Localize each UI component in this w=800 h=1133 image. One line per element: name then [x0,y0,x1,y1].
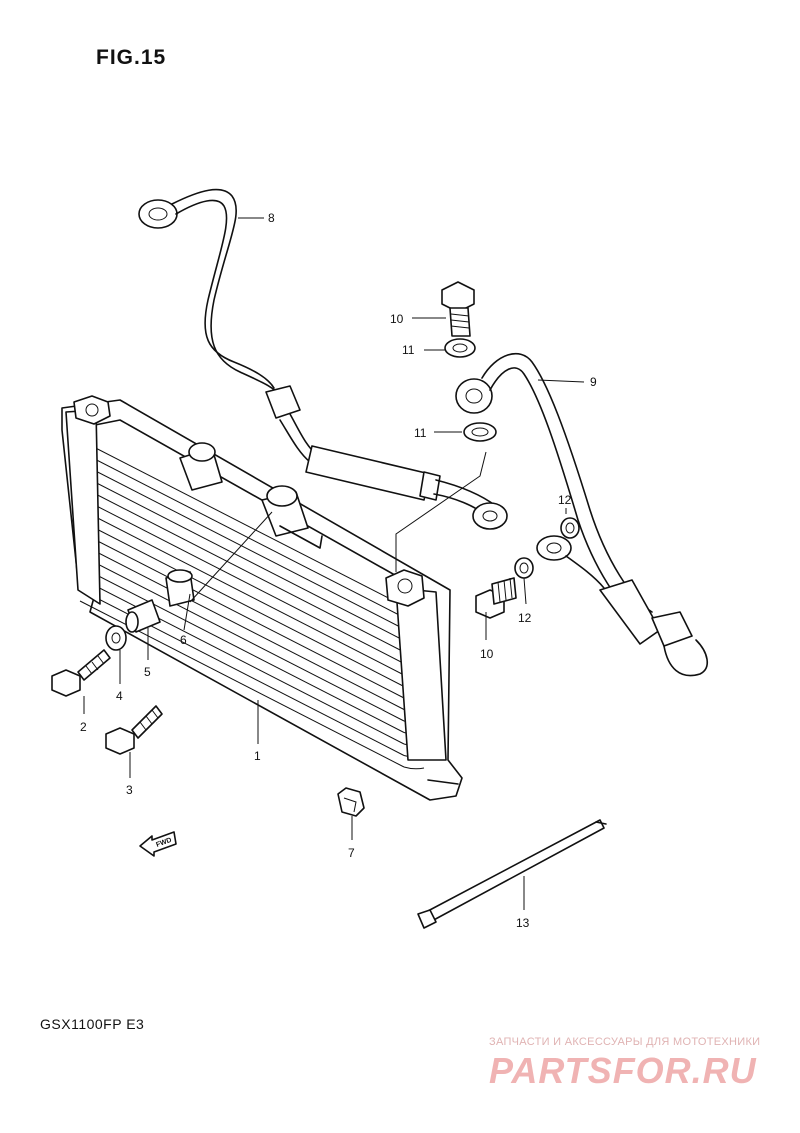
callout-6: 6 [180,633,187,647]
callout-13: 13 [516,916,530,930]
callout-11-upper: 11 [402,343,415,357]
forward-direction-icon: FWD [139,831,177,857]
cooler-fin [79,439,405,607]
callout-11-lower: 11 [414,426,427,440]
clip[interactable] [337,787,365,817]
cushion[interactable] [165,569,195,607]
washer[interactable] [105,625,127,651]
oil-pipe-lower[interactable] [455,352,708,677]
callout-12-lower: 12 [518,611,532,625]
cooler-fin [79,474,405,641]
callout-12-upper: 12 [558,493,572,507]
model-code: GSX1100FP E3 [40,1016,145,1032]
callout-10-upper: 10 [390,312,404,326]
cooler-fin [79,577,405,745]
oil-pipe-upper[interactable] [138,188,508,530]
callout-8: 8 [268,211,275,225]
callout-2: 2 [80,720,87,734]
cooler-fin [79,485,405,653]
cooler-fin [79,554,405,722]
watermark-tagline: ЗАПЧАСТИ И АКСЕССУАРЫ ДЛЯ МОТОТЕХНИКИ [489,1036,761,1048]
callout-9: 9 [590,375,597,389]
cooler-fin [79,462,405,630]
cooler-fin [79,531,405,699]
bolt-lower[interactable] [105,705,163,755]
cooler-fin-end [403,766,425,770]
watermark-logo: PARTSFOR.RU [489,1050,757,1091]
callout-1: 1 [254,749,261,763]
cooler-fin [79,451,405,618]
callout-labels: 1 2 3 4 5 6 7 8 9 10 10 11 11 12 12 13 [80,211,597,930]
gasket-washer-upper[interactable] [444,338,476,358]
cooler-fin [79,543,405,710]
oil-cooler-core[interactable] [61,395,463,801]
collar[interactable] [125,599,161,633]
callout-3: 3 [126,783,133,797]
callout-10-lower: 10 [480,647,494,661]
gasket-washer-front[interactable] [560,517,580,539]
figure-title: FIG.15 [96,46,167,69]
gasket-washer-lower[interactable] [463,422,497,442]
union-bolt-lower[interactable] [475,577,517,619]
clamp-band[interactable] [417,819,607,929]
gasket-washer-rear[interactable] [514,557,534,579]
cooler-fin [79,497,405,664]
callout-4: 4 [116,689,123,703]
leader-lines [83,217,585,910]
union-bolt-upper[interactable] [441,281,475,337]
cooler-fin [79,566,405,733]
callout-5: 5 [144,665,151,679]
cooler-fin [79,520,405,687]
bolt-upper[interactable] [51,649,111,697]
callout-7: 7 [348,846,355,860]
cooler-fin [79,508,405,676]
